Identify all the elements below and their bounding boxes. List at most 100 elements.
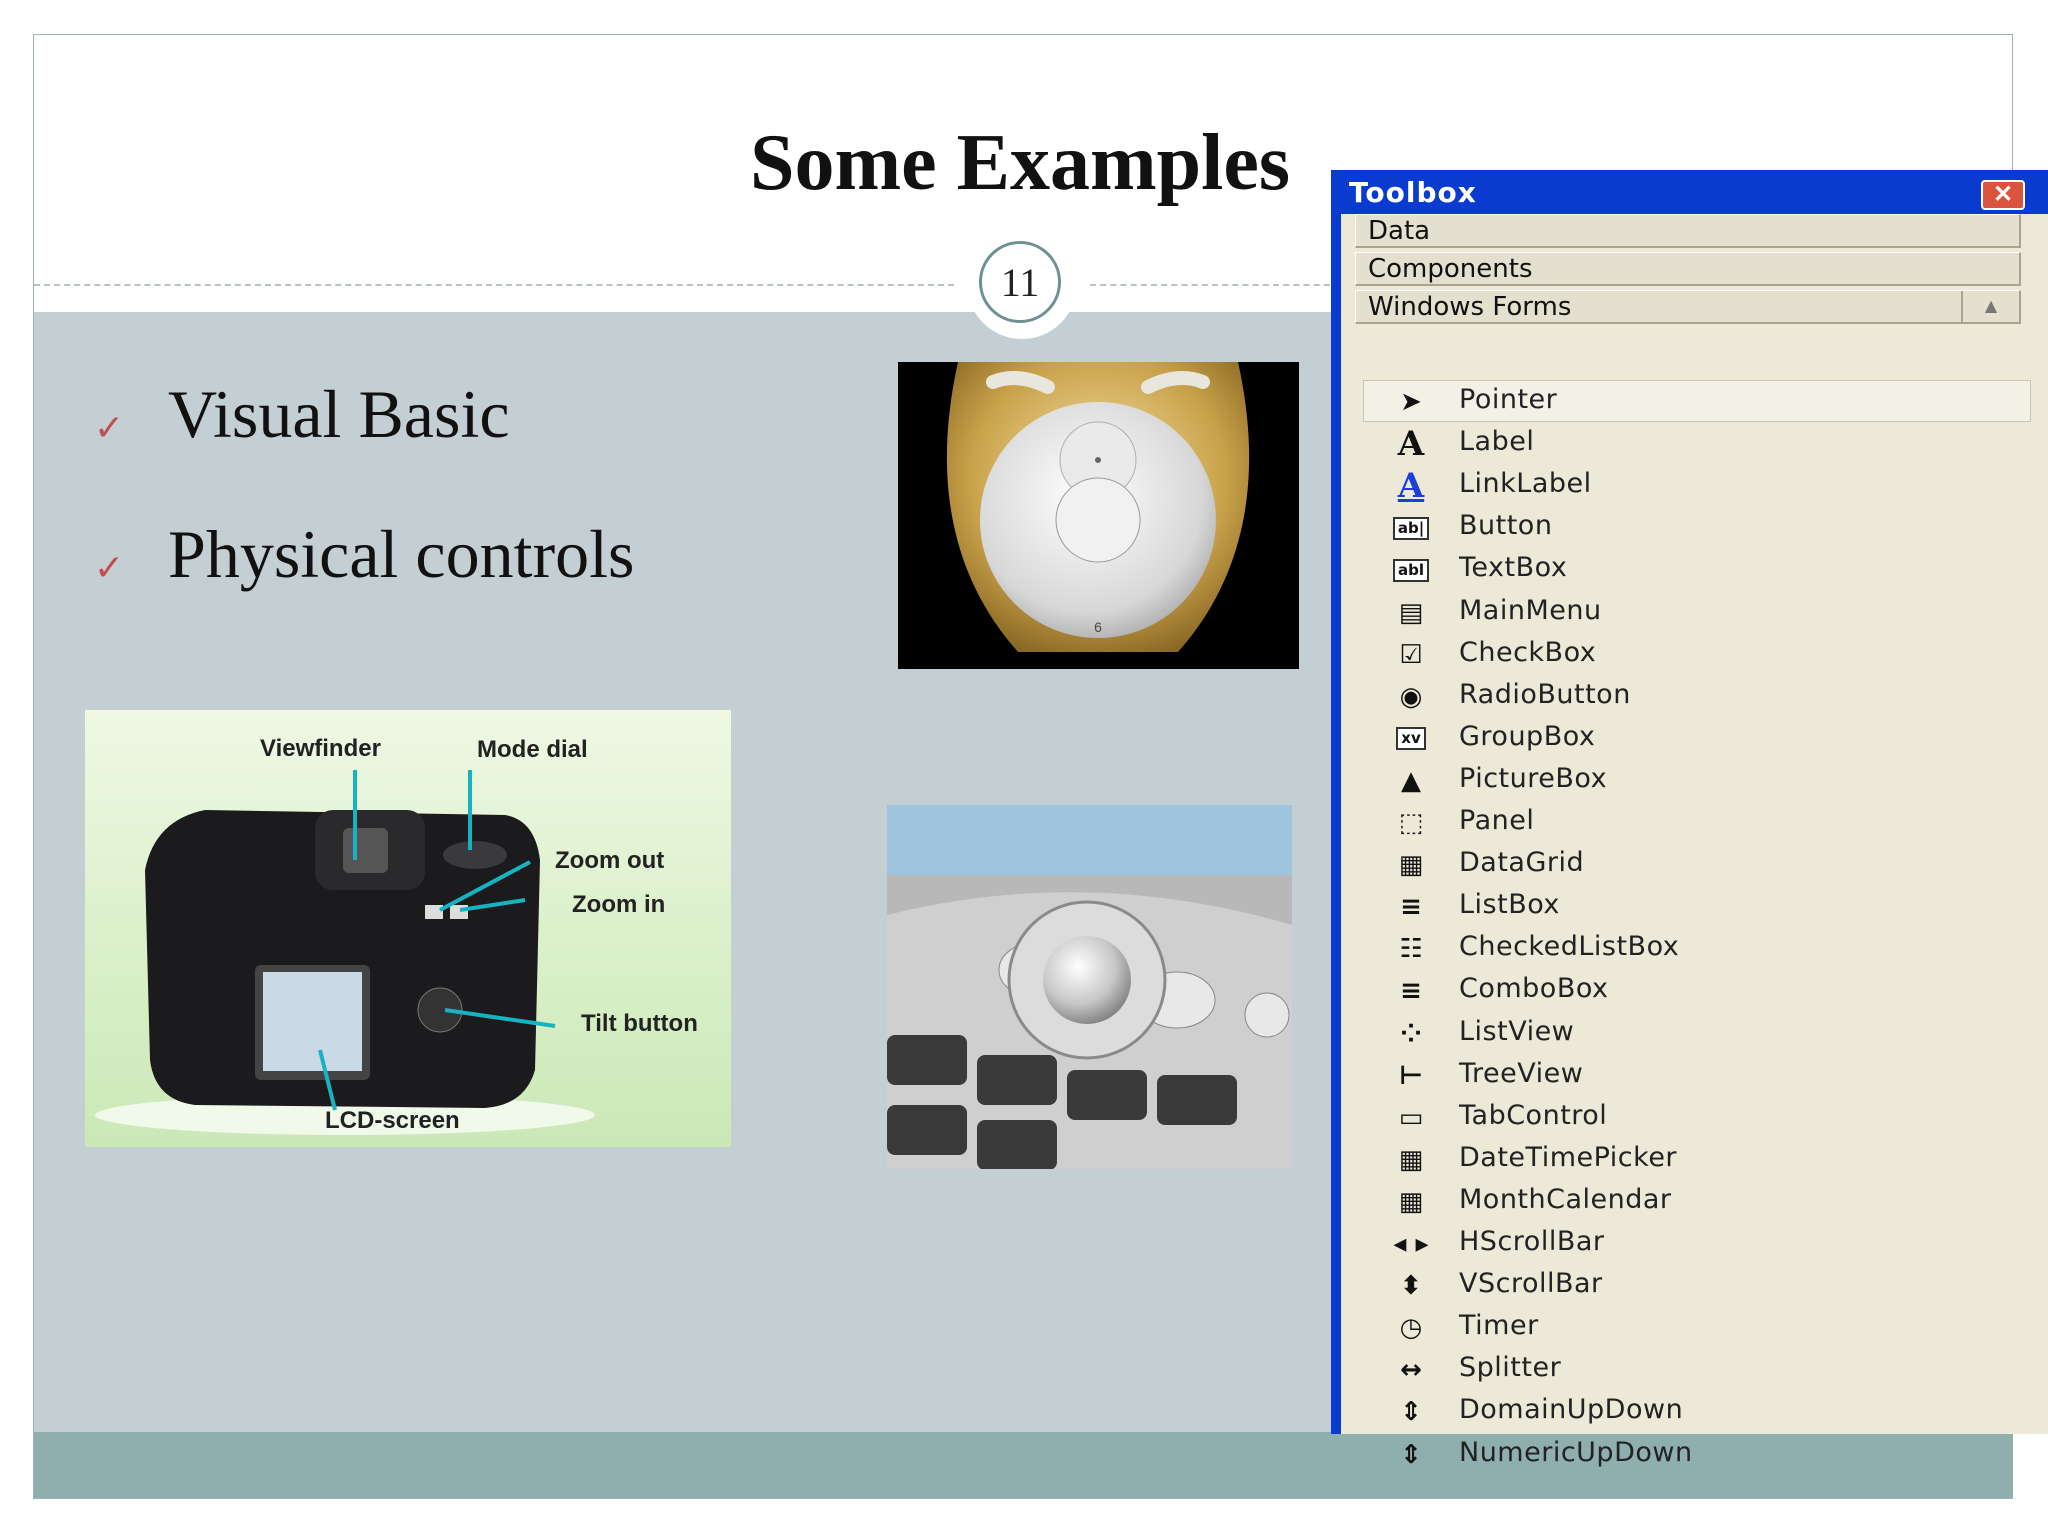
toolbox-item-label: ComboBox xyxy=(1459,973,1609,1005)
toolbox-item-datagrid[interactable]: ▦ DataGrid xyxy=(1341,845,2041,885)
category-data[interactable]: Data xyxy=(1355,214,2021,248)
toolbox-item-checkedlistbox[interactable]: ☷CheckedListBox xyxy=(1341,929,2041,969)
header-divider-right xyxy=(1090,284,1340,286)
viewfinder-label: Viewfinder xyxy=(260,735,381,762)
vscrollbar-icon-glyph: ⬍ xyxy=(1400,1271,1422,1302)
listbox-icon-glyph: ≡ xyxy=(1400,892,1422,923)
toolbox-item-hscrollbar[interactable]: ◂ ▸ HScrollBar xyxy=(1341,1224,2041,1264)
toolbox-item-label: DateTimePicker xyxy=(1459,1141,1678,1173)
toolbox-item-combobox[interactable]: ≡ComboBox xyxy=(1341,971,2041,1011)
category-windows-forms-label: Windows Forms xyxy=(1368,292,1572,322)
toolbox-item-label: ListBox xyxy=(1459,889,1560,921)
toolbox-item-treeview[interactable]: ⊢TreeView xyxy=(1341,1056,2041,1096)
checkmark-icon: ✓ xyxy=(94,407,125,448)
tilt-button-label: Tilt button xyxy=(581,1010,698,1037)
textbox-icon: abl xyxy=(1381,552,1441,588)
toolbox-item-vscrollbar[interactable]: ⬍VScrollBar xyxy=(1341,1266,2041,1306)
toolbox-title: Toolbox xyxy=(1349,176,1477,209)
svg-text:6: 6 xyxy=(1094,619,1102,635)
toolbox-item-linklabel[interactable]: A LinkLabel xyxy=(1341,466,2041,506)
pointer-icon-glyph: ➤ xyxy=(1400,387,1422,417)
bullet-text: Physical controls xyxy=(168,516,635,592)
toolbox-item-timer[interactable]: ◷Timer xyxy=(1341,1308,2041,1348)
toolbox-item-picturebox[interactable]: ▲PictureBox xyxy=(1341,761,2041,801)
phone-keypad-photo: 6 xyxy=(898,362,1299,669)
toolbox-item-panel[interactable]: ⬚Panel xyxy=(1341,803,2041,843)
picturebox-icon: ▲ xyxy=(1381,763,1441,799)
linklabel-icon: A xyxy=(1381,466,1441,507)
vscrollbar-icon: ⬍ xyxy=(1381,1268,1441,1304)
toolbox-item-listview[interactable]: ⁘ ListView xyxy=(1341,1014,2041,1054)
toolbox-item-label[interactable]: A Label xyxy=(1341,424,2041,464)
toolbox-item-label: GroupBox xyxy=(1459,720,1596,752)
numericupdown-icon-glyph: ⇕ xyxy=(1400,1439,1422,1470)
listview-icon: ⁘ xyxy=(1381,1016,1441,1052)
toolbox-item-label: NumericUpDown xyxy=(1459,1436,1693,1468)
toolbox-item-label: DataGrid xyxy=(1459,847,1585,879)
timer-icon: ◷ xyxy=(1381,1310,1441,1346)
close-icon[interactable]: ✕ xyxy=(1981,180,2025,210)
mainmenu-icon: ▤ xyxy=(1381,595,1441,631)
toolbox-item-monthcalendar[interactable]: ▦MonthCalendar xyxy=(1341,1182,2041,1222)
timer-icon-glyph: ◷ xyxy=(1399,1313,1423,1344)
bullet-text: Visual Basic xyxy=(168,376,510,452)
toolbox-item-domainupdown[interactable]: ⇕DomainUpDown xyxy=(1341,1392,2041,1432)
checkmark-icon: ✓ xyxy=(94,547,125,588)
toolbox-item-groupbox[interactable]: xv GroupBox xyxy=(1341,719,2041,759)
label-icon: A xyxy=(1381,424,1441,465)
zoom-out-label: Zoom out xyxy=(555,847,665,874)
mode-dial-label: Mode dial xyxy=(477,736,588,763)
checkbox-icon: ☑ xyxy=(1381,637,1441,673)
pointer-icon: ➤ xyxy=(1381,384,1441,420)
toolbox-item-datetimepicker[interactable]: ▦ DateTimePicker xyxy=(1341,1140,2041,1180)
toolbox-item-label: ListView xyxy=(1459,1015,1575,1047)
toolbox-item-label: RadioButton xyxy=(1459,678,1631,710)
treeview-icon-glyph: ⊢ xyxy=(1399,1060,1423,1091)
toolbox-item-label: Pointer xyxy=(1459,384,1558,415)
splitter-icon: ↔ xyxy=(1381,1352,1441,1388)
checkedlistbox-icon: ☷ xyxy=(1381,931,1441,967)
label-icon-glyph: A xyxy=(1397,424,1425,465)
listbox-icon: ≡ xyxy=(1381,889,1441,925)
radiobutton-icon: ◉ xyxy=(1381,679,1441,715)
radiobutton-icon-glyph: ◉ xyxy=(1399,681,1423,712)
toolbox-item-splitter[interactable]: ↔Splitter xyxy=(1341,1350,2041,1390)
panel-icon: ⬚ xyxy=(1381,805,1441,841)
datetimepicker-icon: ▦ xyxy=(1381,1142,1441,1178)
hscrollbar-icon: ◂ ▸ xyxy=(1381,1226,1441,1262)
monthcalendar-icon-glyph: ▦ xyxy=(1398,1186,1424,1217)
button-icon-glyph: ab| xyxy=(1392,516,1430,540)
toolbox-item-label: TextBox xyxy=(1459,552,1568,584)
toolbox-item-label: DomainUpDown xyxy=(1459,1394,1684,1426)
toolbox-item-label: LinkLabel xyxy=(1459,468,1592,500)
toolbox-item-button[interactable]: ab| Button xyxy=(1341,508,2041,548)
splitter-icon-glyph: ↔ xyxy=(1400,1355,1422,1386)
toolbox-item-label: HScrollBar xyxy=(1459,1226,1605,1257)
toolbox-item-tabcontrol[interactable]: ▭TabControl xyxy=(1341,1098,2041,1138)
zoom-in-label: Zoom in xyxy=(572,891,666,918)
hscrollbar-icon-glyph: ◂ ▸ xyxy=(1393,1229,1429,1259)
category-components[interactable]: Components xyxy=(1355,252,2021,286)
checkbox-icon-glyph: ☑ xyxy=(1399,639,1423,670)
toolbox-item-label: Label xyxy=(1459,426,1535,458)
header-divider-left xyxy=(34,284,954,286)
toolbox-item-numericupdown[interactable]: ⇕ NumericUpDown xyxy=(1341,1435,2041,1475)
lcd-screen-label: LCD-screen xyxy=(325,1107,460,1134)
toolbox-item-label: TabControl xyxy=(1459,1099,1608,1131)
mainmenu-icon-glyph: ▤ xyxy=(1398,597,1424,628)
toolbox-item-label: MainMenu xyxy=(1459,594,1602,626)
toolbox-item-mainmenu[interactable]: ▤ MainMenu xyxy=(1341,593,2041,633)
groupbox-icon: xv xyxy=(1381,721,1441,757)
toolbox-item-label: Button xyxy=(1459,510,1553,542)
linklabel-icon-glyph: A xyxy=(1397,466,1425,507)
chevron-up-icon[interactable]: ▲ xyxy=(1961,291,2019,323)
toolbox-item-checkbox[interactable]: ☑CheckBox xyxy=(1341,635,2041,675)
toolbox-item-textbox[interactable]: abl TextBox xyxy=(1341,550,2041,590)
toolbox-item-listbox[interactable]: ≡ ListBox xyxy=(1341,887,2041,927)
datagrid-icon: ▦ xyxy=(1381,847,1441,883)
toolbox-item-radiobutton[interactable]: ◉ RadioButton xyxy=(1341,677,2041,717)
treeview-icon: ⊢ xyxy=(1381,1058,1441,1094)
button-icon: ab| xyxy=(1381,510,1441,546)
category-windows-forms[interactable]: Windows Forms ▲ xyxy=(1355,290,2021,324)
toolbox-item-pointer[interactable]: ➤ Pointer xyxy=(1341,382,2041,422)
